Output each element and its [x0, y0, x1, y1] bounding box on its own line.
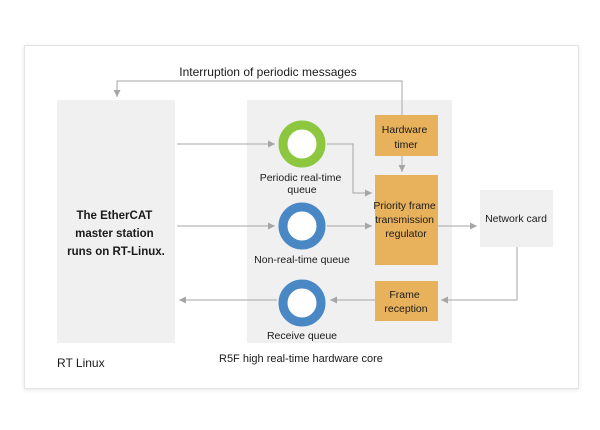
rt-linux-caption: RT Linux: [57, 356, 105, 370]
hardware-timer-box: [375, 115, 438, 156]
periodic-to-regulator-arrow: [327, 143, 372, 197]
regulator-box: [375, 175, 438, 265]
periodic-queue-ring: [278, 120, 326, 168]
rt-linux-panel: [57, 100, 175, 343]
frame-reception-box: [375, 281, 438, 321]
receive-queue-ring: [278, 279, 326, 327]
feedback-label: Interruption of periodic messages: [179, 65, 356, 79]
r5f-core-caption: R5F high real-time hardware core: [219, 353, 383, 365]
hardware-timer-label: Hardware timer: [382, 124, 430, 151]
receive-queue-label: Receive queue: [267, 330, 337, 342]
network-card-box: [480, 190, 553, 247]
feedback-arrow: [113, 80, 403, 115]
network-card-label: Network card: [485, 213, 547, 225]
nonrt-queue-label: Non-real-time queue: [254, 254, 350, 266]
network-to-reception-arrow: [441, 247, 518, 304]
frame-reception-label: Frame reception: [384, 289, 427, 315]
nonrt-queue-ring: [278, 202, 326, 250]
regulator-label: Priority frame transmission regulator: [373, 200, 438, 240]
periodic-queue-label: Periodic real-time queue: [260, 172, 345, 196]
master-label: The EtherCAT master station runs on RT-L…: [67, 210, 165, 258]
